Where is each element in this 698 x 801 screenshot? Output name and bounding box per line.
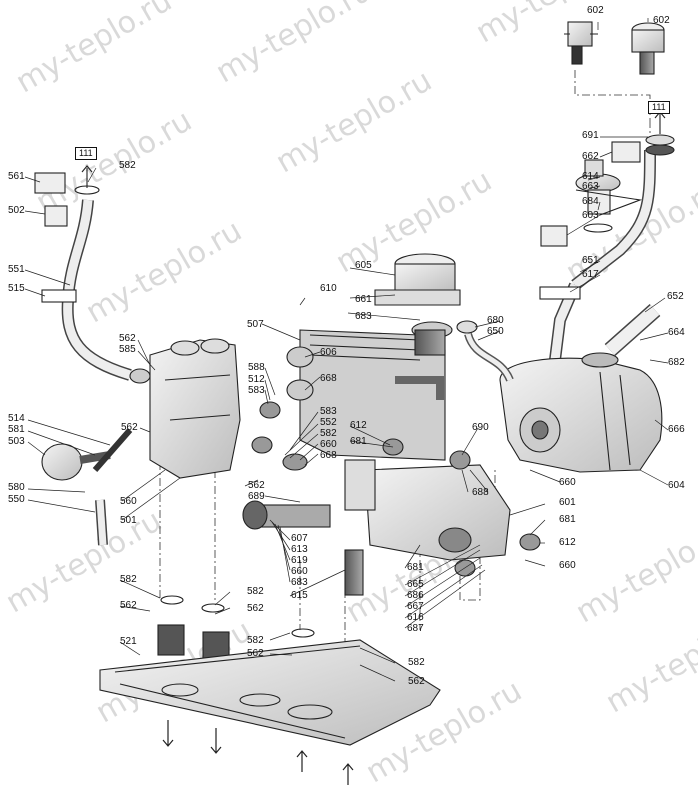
part-label: 562: [119, 333, 136, 344]
part-label: 661: [355, 294, 372, 305]
part-label: 602: [653, 15, 670, 26]
part-label: 605: [355, 260, 372, 271]
part-label: 660: [559, 477, 576, 488]
part-label: 680: [487, 315, 504, 326]
part-label: 582: [247, 586, 264, 597]
part-label: 683: [291, 577, 308, 588]
part-label: 550: [8, 494, 25, 505]
part-label: 503: [8, 436, 25, 447]
part-label: 690: [472, 422, 489, 433]
part-label: 602: [587, 5, 604, 16]
part-label: 588: [248, 362, 265, 373]
part-label: 687: [407, 623, 424, 634]
manifold-501: [149, 338, 241, 479]
part-label: 561: [8, 171, 25, 182]
part-label: 582: [120, 574, 137, 585]
part-label: 612: [350, 420, 367, 431]
pressure-sensor-602-b: [631, 22, 665, 75]
part-label: 662: [582, 151, 599, 162]
part-label: 610: [320, 283, 337, 294]
part-label: 603: [582, 210, 599, 221]
part-label: 502: [8, 205, 25, 216]
part-label: 686: [407, 590, 424, 601]
part-label: 562: [248, 480, 265, 491]
part-label: 562: [247, 648, 264, 659]
pump-604: [499, 352, 663, 473]
fan-605: [374, 253, 461, 356]
heat-exchanger-606: [299, 329, 446, 461]
part-label: 615: [291, 590, 308, 601]
part-label: 583: [248, 385, 265, 396]
baseplate-521: [99, 639, 441, 746]
part-label: 667: [407, 601, 424, 612]
valve-614: [575, 159, 643, 216]
part-label: 660: [291, 566, 308, 577]
part-label: 666: [668, 424, 685, 435]
part-label: 582: [320, 428, 337, 439]
part-label: 601: [559, 497, 576, 508]
part-label: 684: [582, 196, 599, 207]
part-label: 604: [668, 480, 685, 491]
part-label: 512: [248, 374, 265, 385]
part-label: 521: [120, 636, 137, 647]
part-label: 581: [8, 424, 25, 435]
part-label: 612: [559, 537, 576, 548]
part-label: 514: [8, 413, 25, 424]
part-label: 665: [407, 579, 424, 590]
part-label: 614: [582, 171, 599, 182]
part-label: 507: [247, 319, 264, 330]
part-label: 681: [350, 436, 367, 447]
part-label: 562: [121, 422, 138, 433]
part-label: 552: [320, 417, 337, 428]
part-label: 551: [8, 264, 25, 275]
part-label: 582: [247, 635, 264, 646]
part-label: 582: [119, 160, 136, 171]
part-label: 616: [407, 612, 424, 623]
part-label: 660: [559, 560, 576, 571]
reference-box-111-right: 111: [648, 101, 670, 114]
part-label: 619: [291, 555, 308, 566]
gas-valve-601: [344, 459, 511, 561]
part-label: 562: [408, 676, 425, 687]
part-label: 660: [320, 439, 337, 450]
part-label: 681: [559, 514, 576, 525]
part-label: 582: [408, 657, 425, 668]
part-label: 689: [248, 491, 265, 502]
part-label: 606: [320, 347, 337, 358]
part-label: 668: [320, 373, 337, 384]
part-label: 501: [120, 515, 137, 526]
part-label: 691: [582, 130, 599, 141]
reference-box-111-left: 111: [75, 147, 97, 160]
part-label: 617: [582, 269, 599, 280]
part-label: 652: [667, 291, 684, 302]
part-label: 585: [119, 344, 136, 355]
part-label: 688: [472, 487, 489, 498]
part-label: 613: [291, 544, 308, 555]
part-label: 562: [120, 600, 137, 611]
part-label: 651: [582, 255, 599, 266]
part-label: 560: [120, 496, 137, 507]
part-label: 583: [320, 406, 337, 417]
part-label: 580: [8, 482, 25, 493]
part-label: 607: [291, 533, 308, 544]
part-label: 681: [407, 562, 424, 573]
part-label: 668: [320, 450, 337, 461]
part-label: 683: [355, 311, 372, 322]
part-label: 515: [8, 283, 25, 294]
part-label: 663: [582, 181, 599, 192]
pressure-sensor-602-a: [564, 21, 598, 65]
part-label: 664: [668, 327, 685, 338]
part-label: 562: [247, 603, 264, 614]
part-label: 682: [668, 357, 685, 368]
part-label: 650: [487, 326, 504, 337]
